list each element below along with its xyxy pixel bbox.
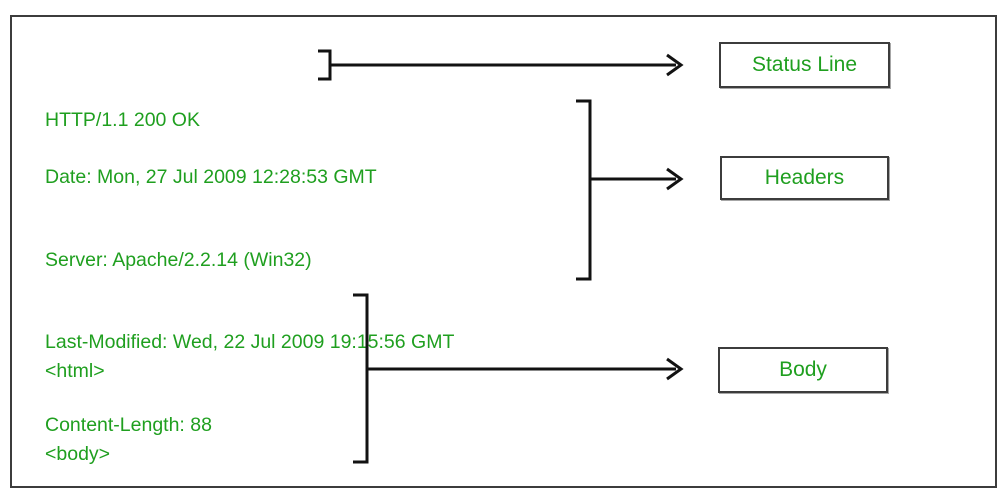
diagram-frame xyxy=(10,15,997,488)
body-label-box: Body xyxy=(718,347,888,393)
status-line-text: HTTP/1.1 200 OK xyxy=(45,52,200,190)
header-line: Content-Length: 88 xyxy=(45,413,212,436)
header-line: Date: Mon, 27 Jul 2009 12:28:53 GMT xyxy=(45,166,377,188)
header-line: Content-Type: text/html xyxy=(45,494,454,499)
headers-label-box: Headers xyxy=(720,156,889,200)
status-line-value: HTTP/1.1 200 OK xyxy=(45,109,200,131)
body-block: <html> <body> <h1>Hello, World!</h1> </b… xyxy=(45,303,251,499)
header-line: Server: Apache/2.2.14 (Win32) xyxy=(45,248,312,271)
body-label: Body xyxy=(779,358,827,381)
status-line-label-box: Status Line xyxy=(719,42,890,88)
headers-block: Date: Mon, 27 Jul 2009 12:28:53 GMT Serv… xyxy=(45,109,454,499)
status-line-label: Status Line xyxy=(751,53,858,76)
headers-label: Headers xyxy=(764,166,845,189)
header-line: Last-Modified: Wed, 22 Jul 2009 19:15:56… xyxy=(45,331,455,353)
body-line: <html> xyxy=(45,360,105,382)
body-line: <body> xyxy=(45,442,111,465)
